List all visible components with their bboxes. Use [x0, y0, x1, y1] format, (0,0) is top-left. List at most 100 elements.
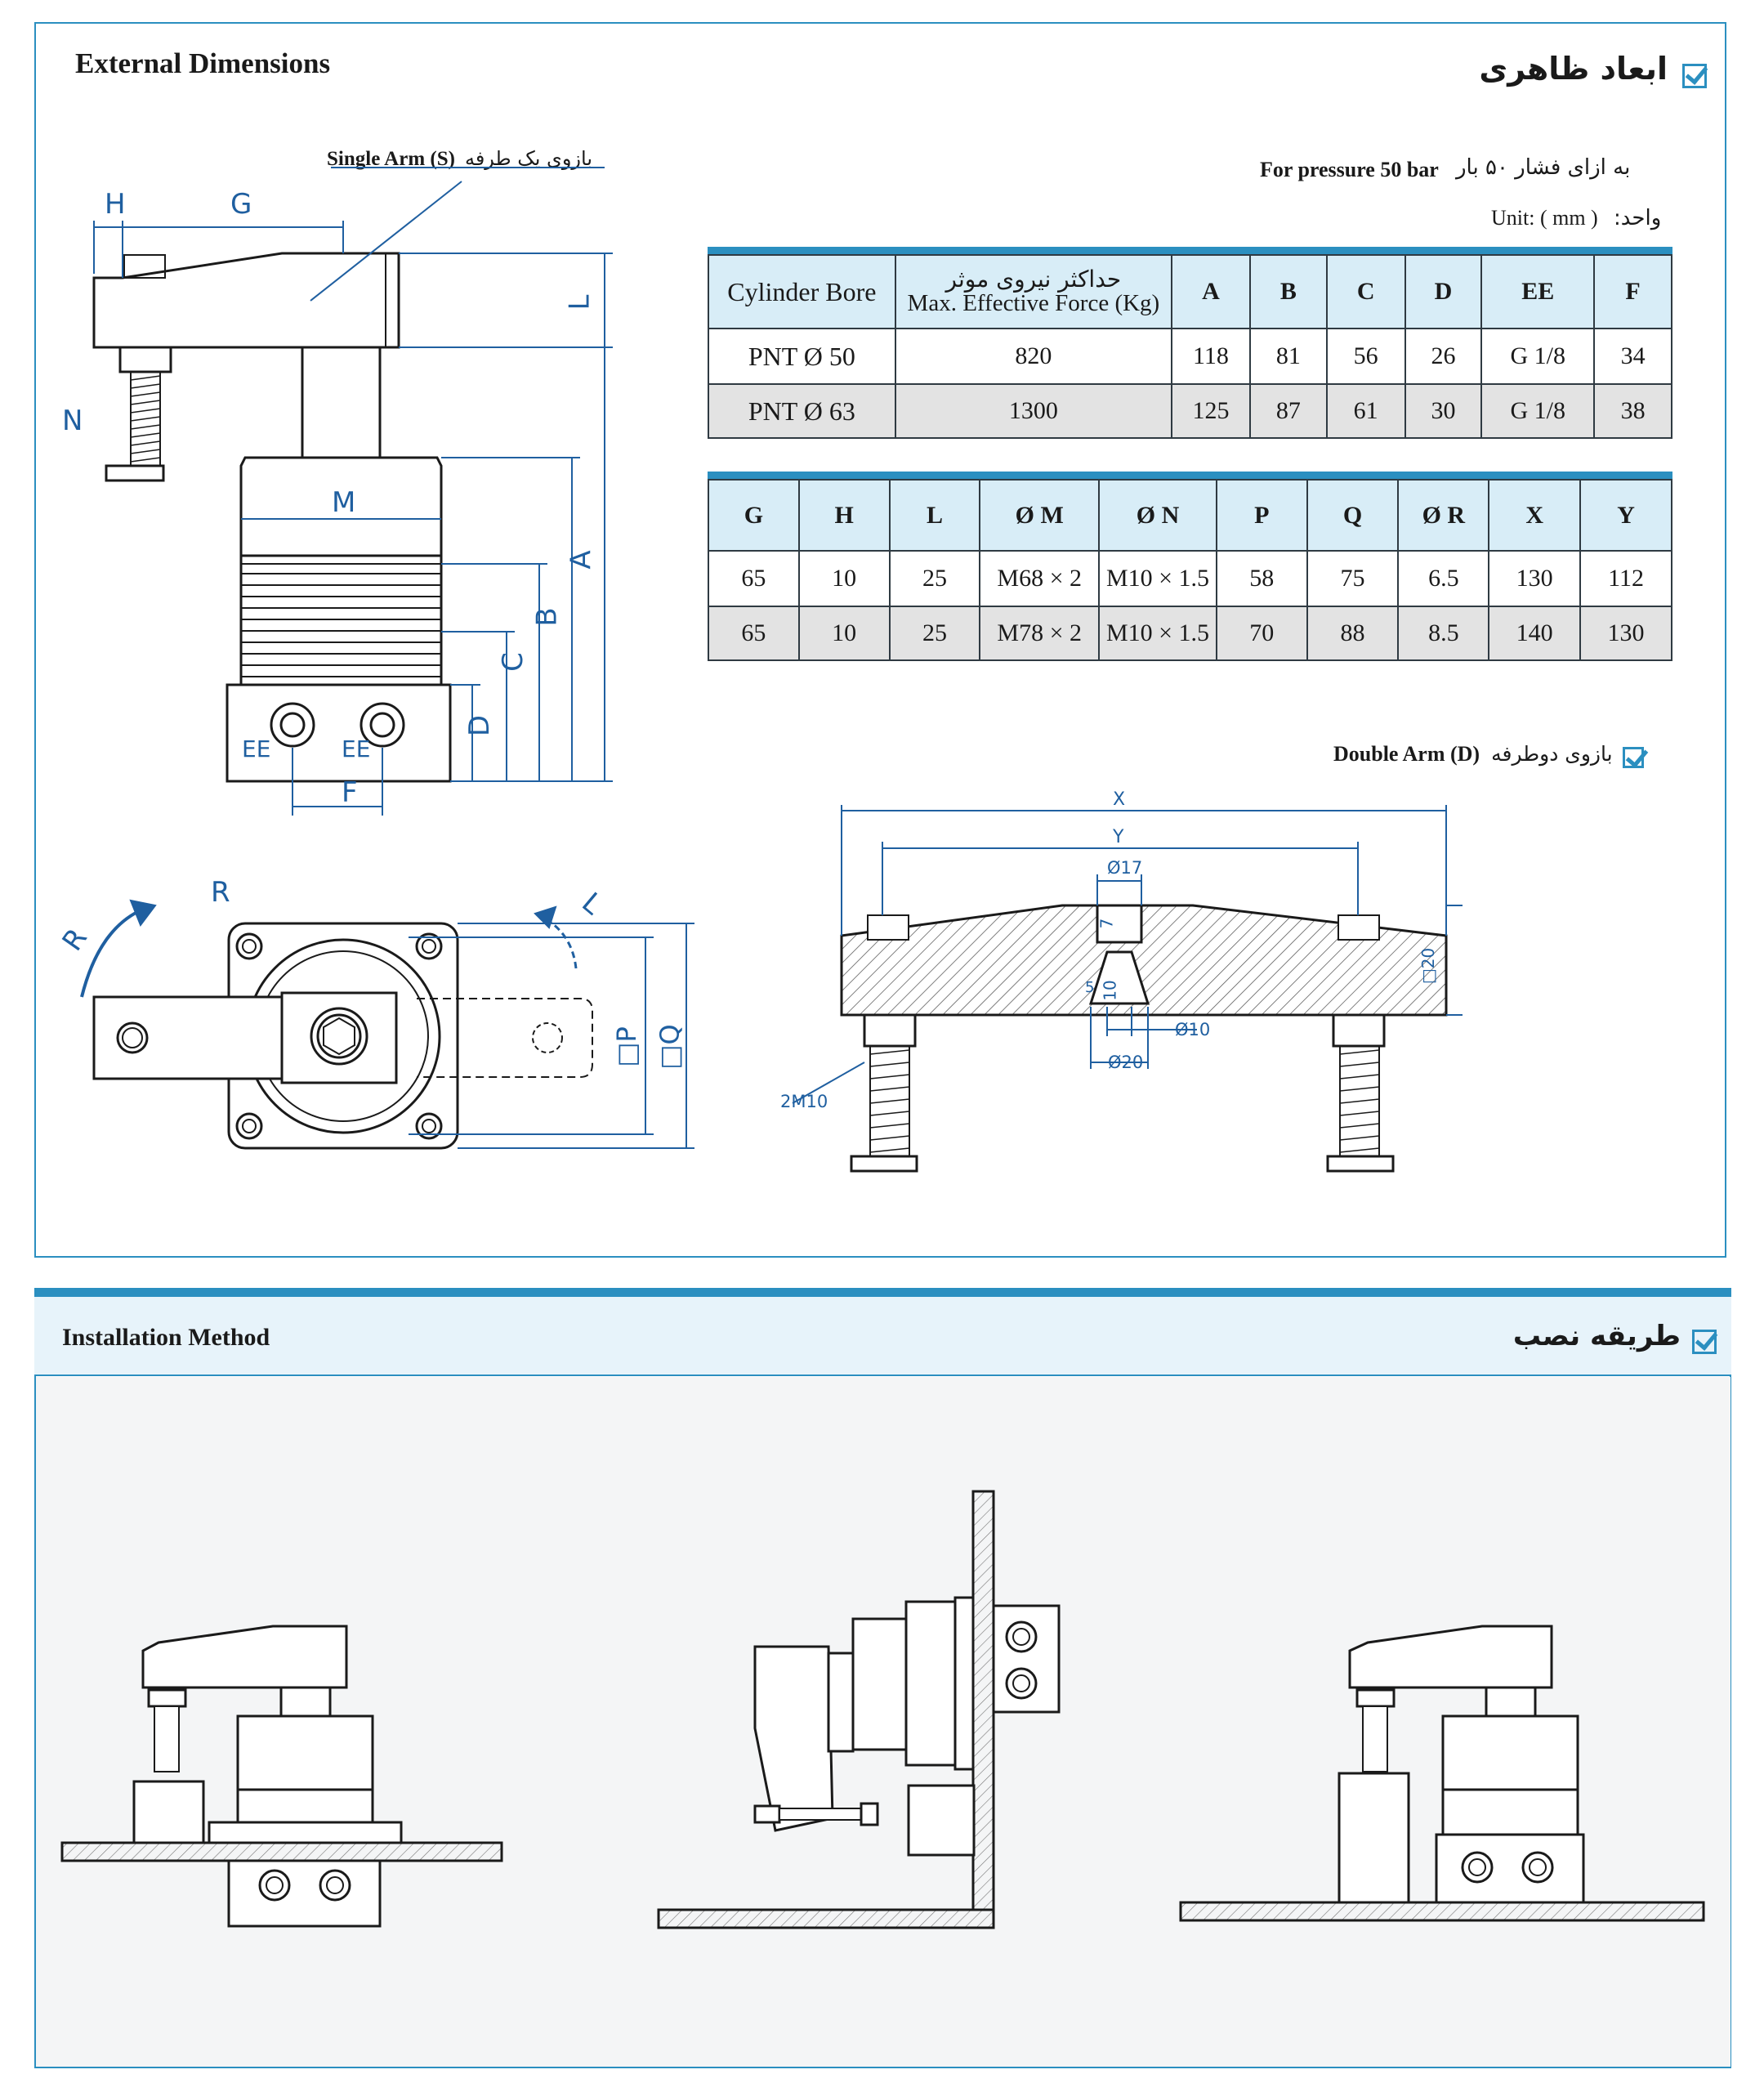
double-arm-en: Double Arm (D)	[1333, 742, 1480, 766]
cell: 112	[1579, 550, 1672, 607]
header-p: P	[1215, 479, 1308, 552]
installation-header	[34, 1297, 1731, 1376]
header-x: X	[1488, 479, 1582, 552]
label-p: □P	[610, 1026, 642, 1067]
single-arm-en: Single Arm (S)	[327, 148, 455, 170]
external-dimensions-title-fa: ابعاد ظاهری	[1479, 51, 1668, 87]
header-h: H	[797, 479, 891, 552]
cell: M68 × 2	[979, 550, 1101, 607]
label-2m10: 2M10	[780, 1092, 828, 1111]
pressure-en: For pressure 50 bar	[1260, 158, 1439, 181]
label-y: Y	[1113, 827, 1124, 847]
label-5: 5	[1085, 979, 1095, 996]
unit-fa: واحد:	[1614, 206, 1662, 230]
table2-top-bar	[708, 472, 1672, 479]
cell: 75	[1306, 550, 1400, 607]
cell: G 1/8	[1480, 328, 1596, 385]
table1: Cylinder Bore حداکثر نیروی موثر Max. Eff…	[708, 254, 1672, 439]
cell: 820	[894, 328, 1173, 385]
label-l: L	[563, 294, 596, 311]
cell: PNT Ø 63	[708, 383, 896, 439]
header-b: B	[1248, 254, 1328, 329]
cell: 10	[797, 606, 891, 661]
cell: 88	[1306, 606, 1400, 661]
header-m: Ø M	[979, 479, 1101, 552]
label-10v: 10	[1100, 980, 1120, 1001]
cell: 130	[1488, 550, 1582, 607]
header-f: F	[1593, 254, 1672, 329]
table-row: 65 10 25 M68 × 2 M10 × 1.5 58 75 6.5 130…	[708, 550, 1672, 607]
cell: 87	[1248, 383, 1328, 439]
label-a: A	[565, 550, 598, 570]
single-arm-fa: بازوی یک طرفه	[464, 147, 593, 170]
header-d: D	[1404, 254, 1483, 329]
unit-en: Unit: ( mm )	[1491, 206, 1598, 230]
label-b: B	[530, 607, 564, 627]
cell: 140	[1488, 606, 1582, 661]
installation-title-fa-wrap: طریقه نصب	[1512, 1320, 1717, 1355]
cell: 38	[1593, 383, 1672, 439]
top-view-drawing	[80, 899, 694, 1150]
checkbox-icon	[1692, 1330, 1717, 1355]
label-n: N	[62, 405, 83, 437]
side-view-drawing	[92, 167, 613, 816]
label-m: M	[332, 486, 356, 519]
cell: 125	[1171, 383, 1251, 439]
cell: M78 × 2	[979, 606, 1101, 661]
installation-drawings	[60, 1490, 1705, 1929]
checkbox-icon	[1622, 747, 1644, 769]
header-a: A	[1171, 254, 1251, 329]
table2: G H L Ø M Ø N P Q Ø R X Y 65 10 25 M68 ×…	[708, 479, 1672, 661]
header-ee: EE	[1480, 254, 1596, 329]
checkbox-icon	[1682, 64, 1707, 89]
cell: 70	[1215, 606, 1308, 661]
header-y: Y	[1579, 479, 1672, 552]
label-d: D	[463, 714, 497, 737]
label-ee-1: EE	[242, 735, 271, 762]
label-c: C	[496, 652, 529, 672]
cell: 58	[1215, 550, 1308, 607]
header-n: Ø N	[1098, 479, 1217, 552]
installation-title: Installation Method	[62, 1324, 270, 1351]
installation-title-fa: طریقه نصب	[1512, 1320, 1681, 1352]
table-row: 65 10 25 M78 × 2 M10 × 1.5 70 88 8.5 140…	[708, 606, 1672, 661]
cell: 1300	[894, 383, 1173, 439]
label-7: 7	[1096, 918, 1117, 929]
cell: M10 × 1.5	[1098, 550, 1217, 607]
single-arm-label: Single Arm (S) بازوی یک طرفه	[327, 147, 592, 171]
cell: 34	[1593, 328, 1672, 385]
header-max-force-en: Max. Effective Force (Kg)	[907, 290, 1160, 317]
cell: 25	[888, 550, 981, 607]
table-row: PNT Ø 50 820 118 81 56 26 G 1/8 34	[708, 328, 1672, 385]
label-r-top: R	[211, 876, 230, 909]
header-max-force: حداکثر نیروی موثر Max. Effective Force (…	[894, 254, 1173, 329]
header-l: L	[888, 479, 981, 552]
header-cylinder-bore: Cylinder Bore	[708, 254, 896, 329]
cell: 10	[797, 550, 891, 607]
cell: 6.5	[1397, 550, 1490, 607]
cell: G 1/8	[1480, 383, 1596, 439]
cell: 8.5	[1397, 606, 1490, 661]
header-g: G	[708, 479, 800, 552]
label-sq20: □20	[1418, 947, 1439, 985]
cell: 81	[1248, 328, 1328, 385]
table-row: PNT Ø 63 1300 125 87 61 30 G 1/8 38	[708, 383, 1672, 439]
label-q: □Q	[654, 1024, 686, 1070]
label-x: X	[1113, 789, 1126, 810]
cell: M10 × 1.5	[1098, 606, 1217, 661]
installation-panel	[34, 1288, 1731, 2068]
header-c: C	[1325, 254, 1406, 329]
external-dimensions-title-fa-wrap: ابعاد ظاهری	[1479, 51, 1707, 89]
label-d20: Ø20	[1108, 1053, 1144, 1072]
cell: 118	[1171, 328, 1251, 385]
label-d17: Ø17	[1107, 858, 1143, 878]
header-r: Ø R	[1397, 479, 1490, 552]
cell: 26	[1404, 328, 1483, 385]
cell: PNT Ø 50	[708, 328, 896, 385]
cell: 61	[1325, 383, 1406, 439]
pressure-fa: به ازای فشار ۵۰ بار	[1456, 155, 1631, 180]
cell: 65	[708, 550, 800, 607]
double-arm-label: Double Arm (D) بازوی دوطرفه	[1333, 742, 1644, 769]
cell: 56	[1325, 328, 1406, 385]
cell: 30	[1404, 383, 1483, 439]
